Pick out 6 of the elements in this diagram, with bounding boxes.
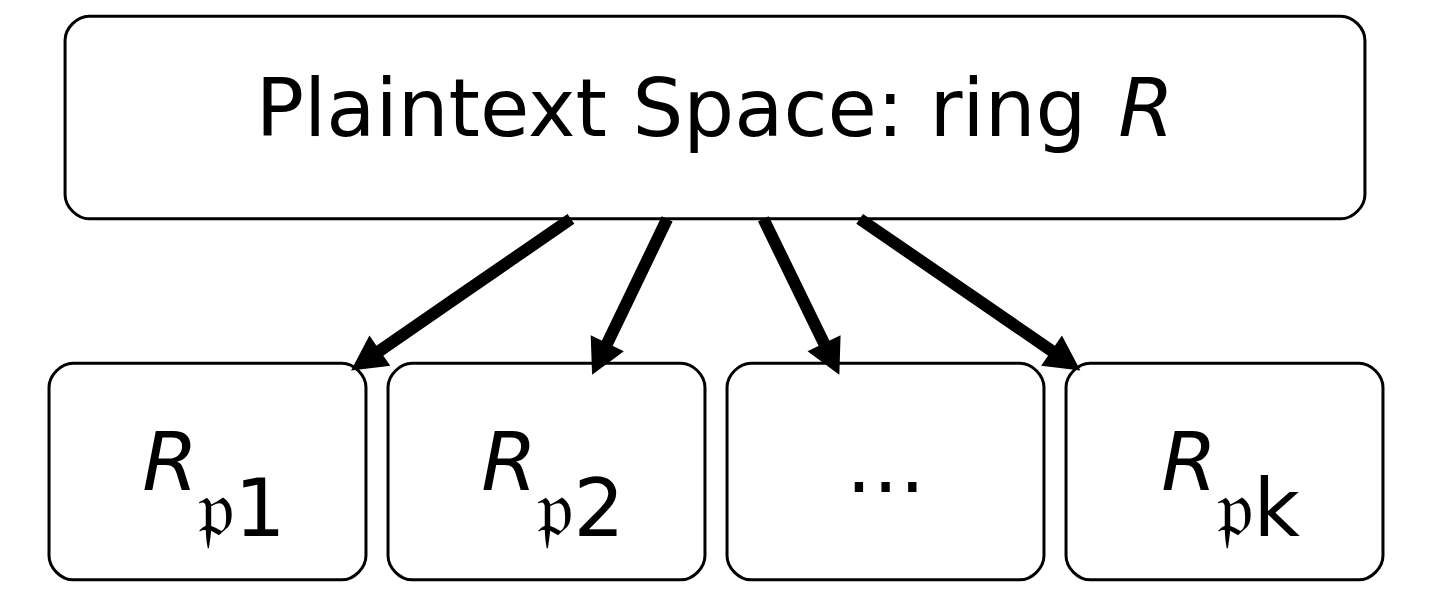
arrow <box>856 213 1081 371</box>
arrow <box>351 213 575 371</box>
node-box: … <box>725 361 1046 582</box>
node-box: Plaintext Space: ring R <box>63 14 1367 221</box>
arrow <box>758 216 841 375</box>
arrow <box>590 216 673 375</box>
